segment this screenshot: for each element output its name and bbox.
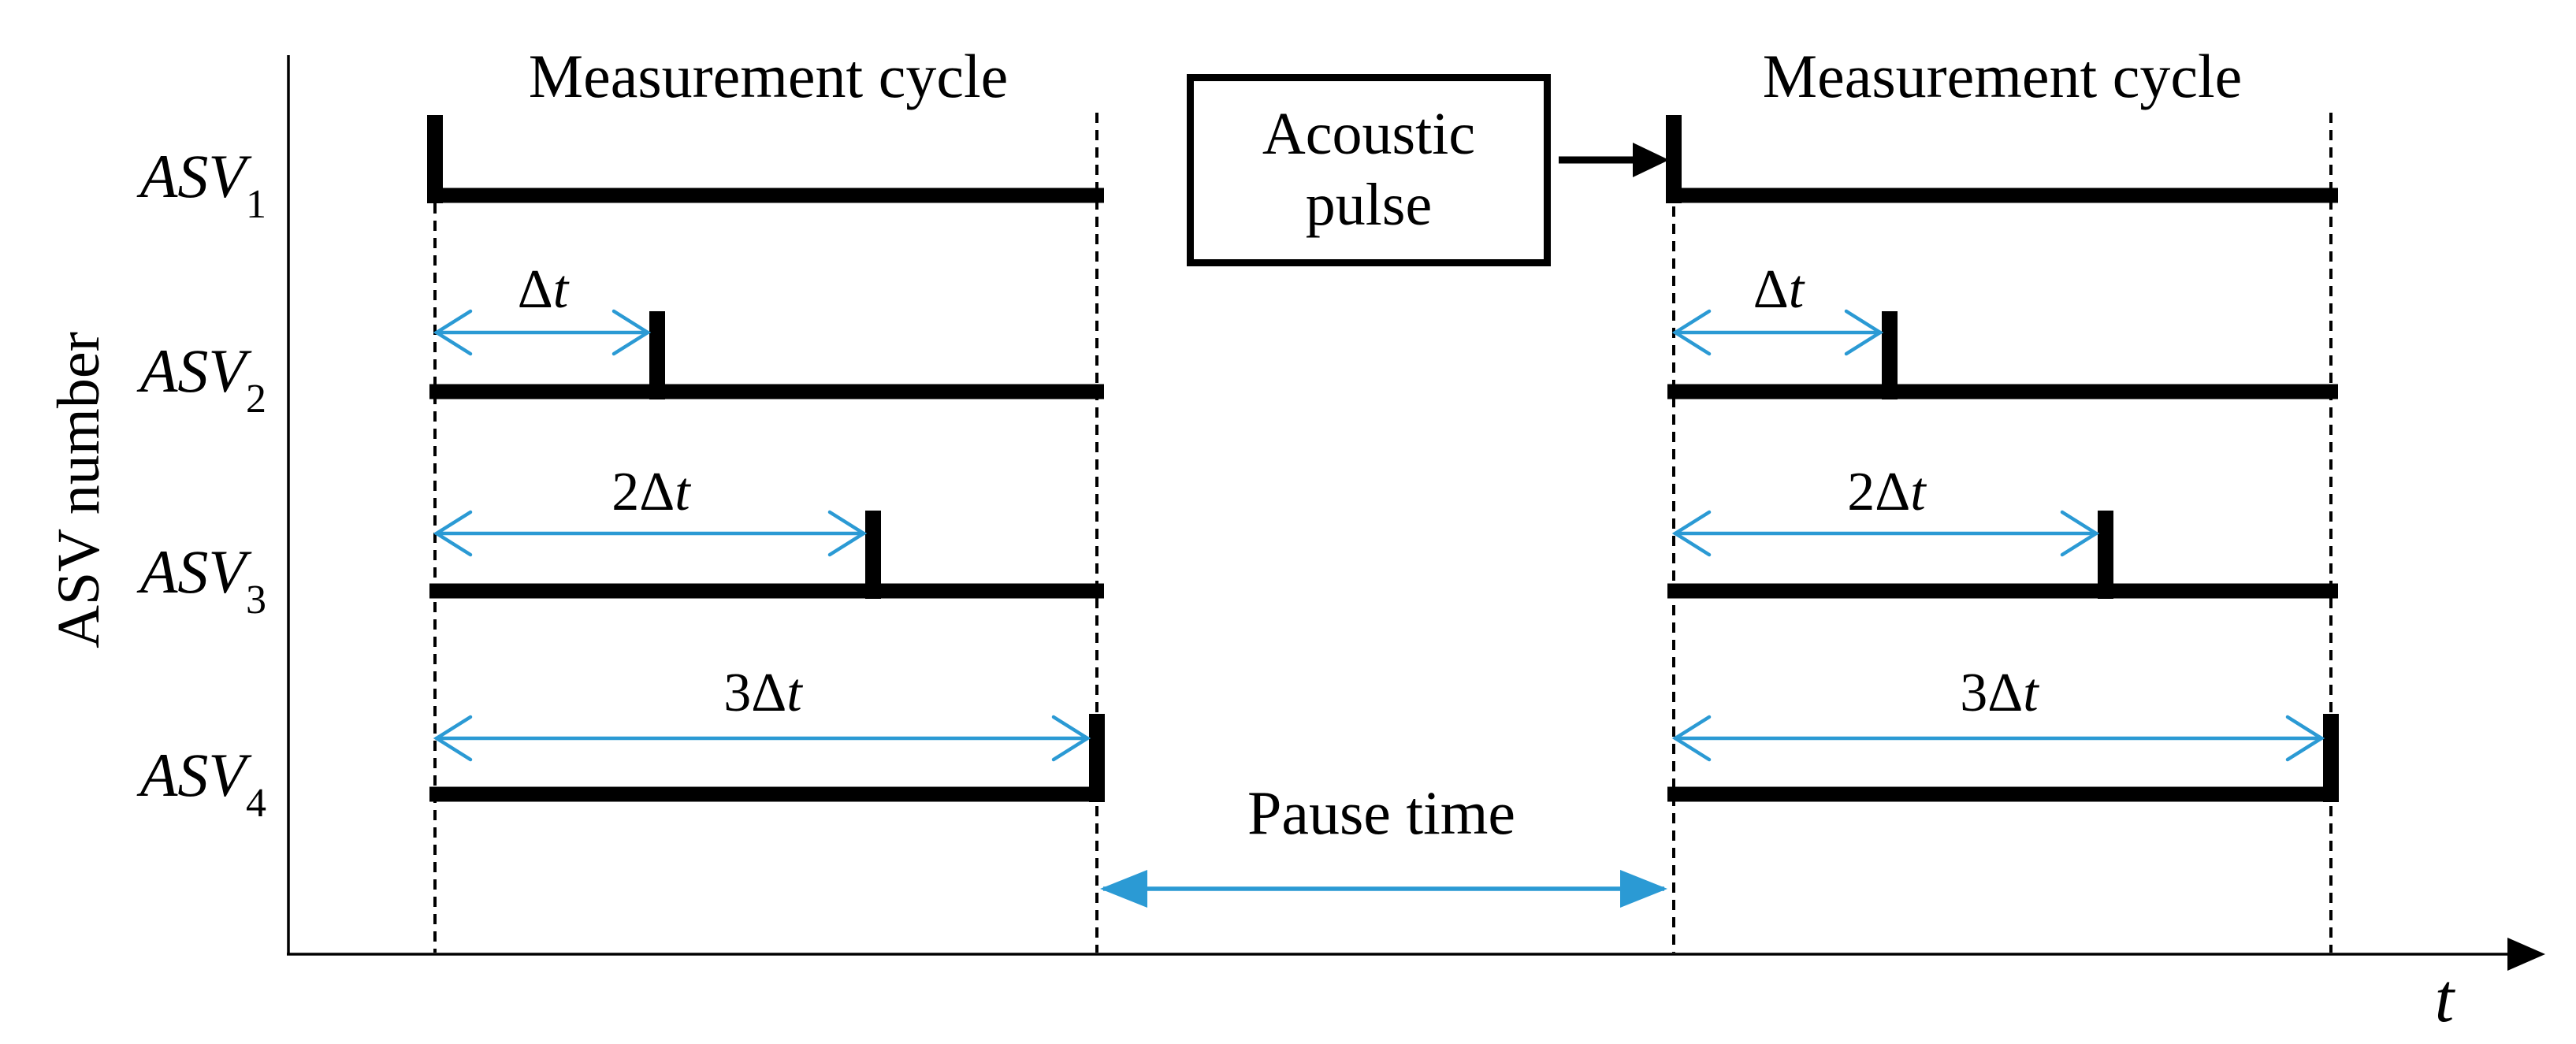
2dt-arrow-cycle2	[1671, 510, 2100, 557]
row-label-asv3-base: ASV	[139, 537, 246, 606]
asv4-cycle1-pulse	[1089, 714, 1105, 802]
row-label-asv3: ASV3	[46, 537, 266, 621]
pointer-arrowhead-icon	[1633, 143, 1669, 177]
dt-arrow-cycle2	[1671, 309, 1884, 356]
row-label-asv2-base: ASV	[139, 336, 246, 405]
row-label-asv2-sub: 2	[246, 376, 266, 422]
delay-label-dt-cycle2: Δt	[1660, 261, 1897, 319]
measurement-cycle-title-right: Measurement cycle	[1762, 42, 2243, 110]
row-label-asv3-sub: 3	[246, 577, 266, 622]
pause-arrowhead-left-icon	[1100, 870, 1147, 908]
asv2-cycle1-pulse	[649, 311, 665, 399]
row-label-asv4-base: ASV	[139, 741, 246, 809]
asv1-cycle2-pulse	[1666, 115, 1682, 203]
asv1-cycle1-pulse	[427, 115, 443, 203]
time-symbol: t	[1788, 259, 1805, 320]
time-symbol: t	[675, 462, 690, 522]
delay-arrows	[433, 309, 2325, 762]
delay-label-dt-cycle1: Δt	[425, 261, 661, 319]
delay-label-3dt-cycle1: 3Δt	[645, 664, 881, 723]
delay-label-3dt-cycle2: 3Δt	[1881, 664, 2117, 723]
acoustic-pulse-callout-label: Acoustic pulse	[1262, 101, 1476, 238]
delay-prefix: 2Δ	[611, 462, 675, 522]
cycle-boundary-lines	[433, 113, 2333, 953]
pause-arrowhead-right-icon	[1620, 870, 1667, 908]
pause-time-label: Pause time	[1247, 778, 1516, 847]
delay-prefix: 3Δ	[1960, 663, 2024, 723]
row-label-asv1-base: ASV	[139, 142, 246, 210]
delay-label-2dt-cycle2: 2Δt	[1768, 463, 2005, 522]
delay-label-2dt-cycle1: 2Δt	[533, 463, 769, 522]
time-symbol: t	[1910, 462, 1926, 522]
delay-prefix: Δ	[517, 259, 553, 320]
delay-prefix: 2Δ	[1847, 462, 1911, 522]
3dt-arrow-cycle2	[1671, 715, 2325, 762]
3dt-arrow-cycle1	[433, 715, 1091, 762]
delay-prefix: 3Δ	[723, 663, 787, 723]
time-symbol: t	[786, 663, 802, 723]
acoustic-pulse-callout-box: Acoustic pulse	[1187, 74, 1551, 266]
row-label-asv1-sub: 1	[246, 181, 266, 227]
row-label-asv4-sub: 4	[246, 780, 266, 826]
asv2-cycle2-pulse	[1882, 311, 1898, 399]
dt-arrow-cycle1	[433, 309, 652, 356]
acoustic-pulse-ticks	[427, 115, 2339, 802]
signal-baselines	[428, 188, 2338, 802]
x-axis	[287, 938, 2545, 971]
asv4-cycle2-pulse	[2323, 714, 2339, 802]
row-label-asv1: ASV1	[46, 142, 266, 225]
asv3-cycle2-pulse	[2098, 511, 2113, 599]
pause-time-arrow	[1100, 870, 1667, 908]
x-axis-title: t	[2434, 960, 2455, 1037]
row-label-asv4: ASV4	[46, 741, 266, 824]
2dt-arrow-cycle1	[433, 510, 868, 557]
acoustic-pulse-pointer-arrow	[1559, 143, 1669, 177]
x-axis-arrowhead-icon	[2507, 938, 2545, 971]
row-label-asv2: ASV2	[46, 336, 266, 420]
asv3-cycle1-pulse	[865, 511, 881, 599]
time-symbol: t	[2023, 663, 2039, 723]
delay-prefix: Δ	[1753, 259, 1789, 320]
time-symbol: t	[552, 259, 569, 320]
measurement-cycle-title-left: Measurement cycle	[528, 42, 1009, 110]
